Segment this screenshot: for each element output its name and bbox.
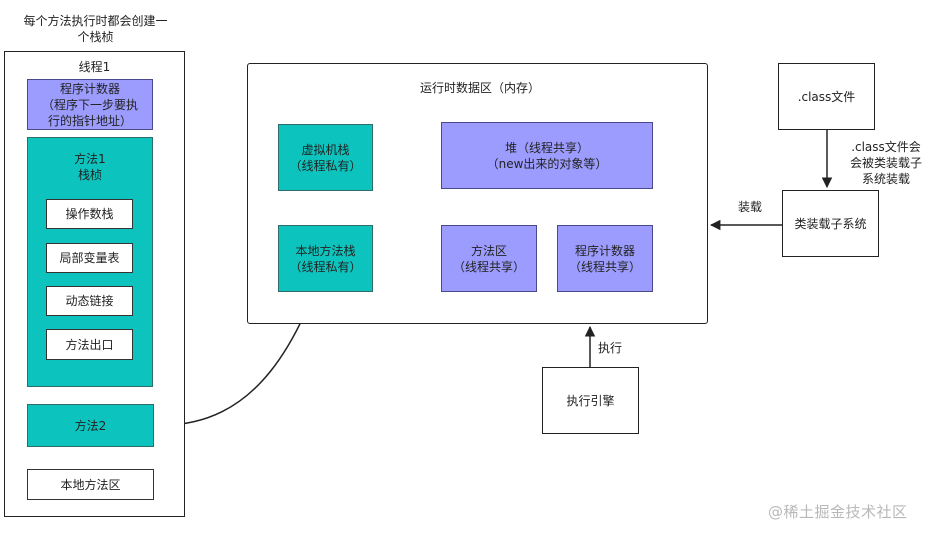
execute-label: 执行 [598,341,623,355]
thread-program-counter: 程序计数器 （程序下一步要执 行的指针地址） [27,79,153,130]
method-area: 方法区 （线程共享） [441,225,537,292]
class-file: .class文件 [778,63,875,130]
runtime-data-area-title: 运行时数据区（内存） [419,81,540,95]
method1-frame-title: 方法1 栈桢 [74,152,106,182]
thread-title: 线程1 [78,60,111,74]
load-label: 装载 [737,200,762,214]
native-method-stack: 本地方法栈 （线程私有） [278,225,373,292]
shared-program-counter: 程序计数器 （线程共享） [557,225,653,292]
class-loader-subsystem: 类装载子系统 [782,190,879,257]
dynamic-linking: 动态链接 [46,286,133,316]
class-loader-note: .class文件会 会被类装载子 系统装载 [849,140,922,186]
heap: 堆（线程共享） （new出来的对象等） [441,122,653,189]
vm-stack: 虚拟机栈 （线程私有） [278,124,373,191]
method2-frame: 方法2 [27,404,154,447]
native-method-area: 本地方法区 [27,469,154,500]
execution-engine: 执行引擎 [542,367,639,434]
local-variable-table: 局部变量表 [46,243,133,273]
operand-stack: 操作数栈 [46,199,133,229]
watermark: @稀土掘金技术社区 [768,503,908,521]
method-exit: 方法出口 [46,329,133,360]
stack-frame-note: 每个方法执行时都会创建一 个栈桢 [23,14,168,44]
